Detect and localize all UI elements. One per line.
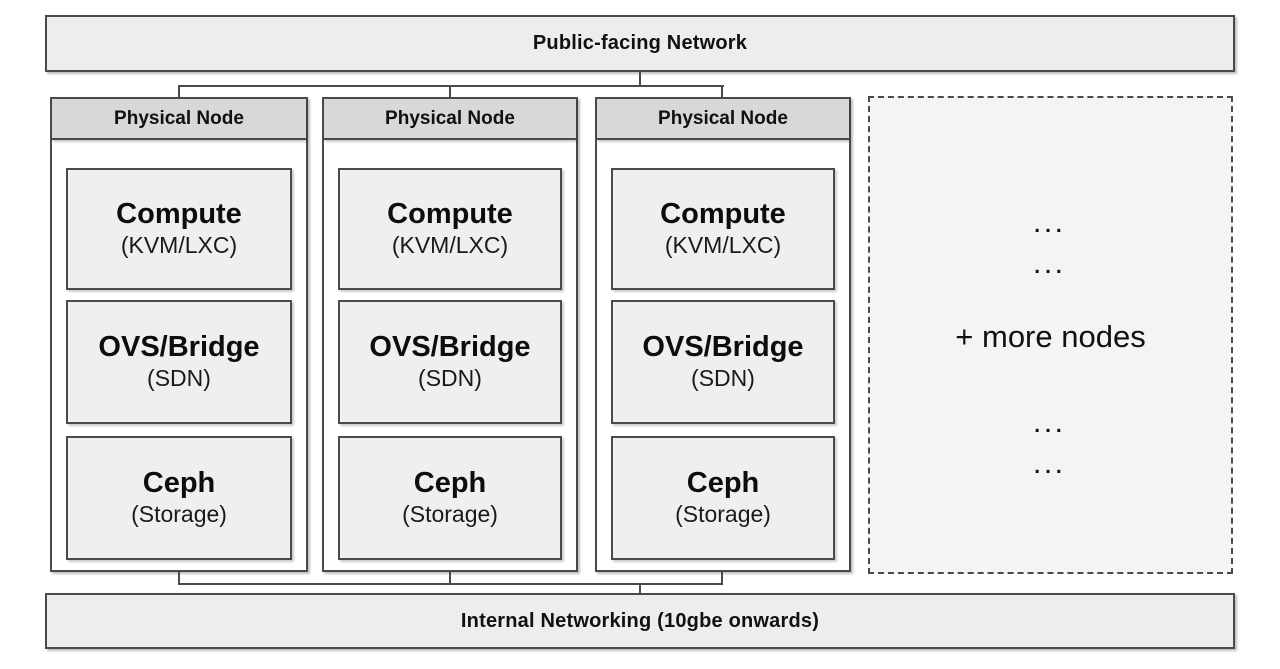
node-3-compute-title: Compute <box>660 197 786 230</box>
node-3-compute-box: Compute (KVM/LXC) <box>611 168 835 290</box>
node-2-compute-subtitle: (KVM/LXC) <box>391 232 509 259</box>
node-1-compute-subtitle: (KVM/LXC) <box>120 232 238 259</box>
connector-bottom-horizontal <box>178 583 723 585</box>
connector-bottom-node3 <box>721 571 723 585</box>
node-3-ovs-bridge-title: OVS/Bridge <box>642 330 804 363</box>
connector-bottom-node1 <box>178 571 180 585</box>
physical-node-1-title: Physical Node <box>114 107 244 129</box>
node-1-ceph-title: Ceph <box>142 466 216 499</box>
physical-node-2: Physical Node Compute (KVM/LXC) OVS/Brid… <box>322 97 578 572</box>
more-nodes-placeholder: ... ... + more nodes ... ... <box>868 96 1233 574</box>
ellipsis: ... <box>1034 255 1067 278</box>
physical-node-3-header: Physical Node <box>597 99 849 140</box>
node-1-ceph-box: Ceph (Storage) <box>66 436 292 560</box>
ellipsis: ... <box>1034 455 1067 478</box>
node-2-ceph-box: Ceph (Storage) <box>338 436 562 560</box>
node-2-compute-box: Compute (KVM/LXC) <box>338 168 562 290</box>
node-3-ceph-title: Ceph <box>686 466 760 499</box>
node-3-compute-subtitle: (KVM/LXC) <box>664 232 782 259</box>
more-nodes-label: + more nodes <box>955 319 1146 354</box>
connector-top-node2 <box>449 85 451 98</box>
physical-node-2-header: Physical Node <box>324 99 576 140</box>
connector-top-node1 <box>178 85 180 98</box>
ellipsis: ... <box>1034 214 1067 237</box>
node-2-ovs-bridge-subtitle: (SDN) <box>418 365 482 392</box>
ellipsis: ... <box>1034 414 1067 437</box>
connector-top-center <box>639 71 641 87</box>
node-2-ovs-bridge-title: OVS/Bridge <box>369 330 531 363</box>
internal-network-bar: Internal Networking (10gbe onwards) <box>45 593 1235 649</box>
public-network-bar: Public-facing Network <box>45 15 1235 72</box>
node-1-ovs-bridge-box: OVS/Bridge (SDN) <box>66 300 292 424</box>
node-1-ovs-bridge-title: OVS/Bridge <box>98 330 260 363</box>
node-1-ceph-subtitle: (Storage) <box>131 501 227 528</box>
connector-top-horizontal <box>178 85 724 87</box>
physical-node-3-title: Physical Node <box>658 107 788 129</box>
physical-node-2-title: Physical Node <box>385 107 515 129</box>
node-2-ceph-title: Ceph <box>413 466 487 499</box>
node-1-compute-title: Compute <box>116 197 242 230</box>
node-3-ovs-bridge-subtitle: (SDN) <box>691 365 755 392</box>
public-network-label: Public-facing Network <box>532 32 748 54</box>
node-3-ovs-bridge-box: OVS/Bridge (SDN) <box>611 300 835 424</box>
node-2-compute-title: Compute <box>387 197 513 230</box>
internal-network-label: Internal Networking (10gbe onwards) <box>460 609 820 632</box>
connector-bottom-center <box>639 583 641 594</box>
physical-node-3: Physical Node Compute (KVM/LXC) OVS/Brid… <box>595 97 851 572</box>
node-3-ceph-subtitle: (Storage) <box>675 501 771 528</box>
connector-top-node3 <box>721 85 723 98</box>
node-3-ceph-box: Ceph (Storage) <box>611 436 835 560</box>
connector-bottom-node2 <box>449 571 451 585</box>
node-2-ovs-bridge-box: OVS/Bridge (SDN) <box>338 300 562 424</box>
node-1-compute-box: Compute (KVM/LXC) <box>66 168 292 290</box>
physical-node-1: Physical Node Compute (KVM/LXC) OVS/Brid… <box>50 97 308 572</box>
node-1-ovs-bridge-subtitle: (SDN) <box>147 365 211 392</box>
node-2-ceph-subtitle: (Storage) <box>402 501 498 528</box>
physical-node-1-header: Physical Node <box>52 99 306 140</box>
